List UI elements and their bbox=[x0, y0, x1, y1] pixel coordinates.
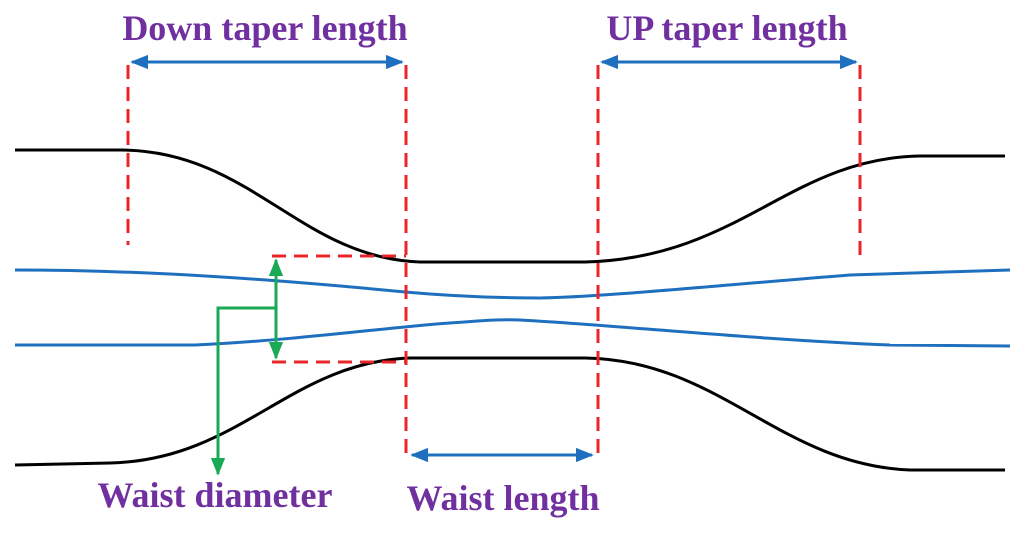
outer-fiber-top-edge bbox=[15, 148, 1005, 264]
inner-core-top-edge bbox=[14, 268, 1011, 300]
down-taper-length-label: Down taper length bbox=[122, 8, 407, 48]
up-taper-length-label: UP taper length bbox=[606, 8, 847, 48]
inner-core-bottom-edge bbox=[15, 318, 1011, 348]
outer-fiber-bottom-edge bbox=[14, 356, 1005, 472]
waist-diameter-leader-arrow bbox=[210, 306, 276, 476]
waist-diameter-label: Waist diameter bbox=[98, 475, 333, 515]
waist-length-label: Waist length bbox=[406, 478, 599, 518]
